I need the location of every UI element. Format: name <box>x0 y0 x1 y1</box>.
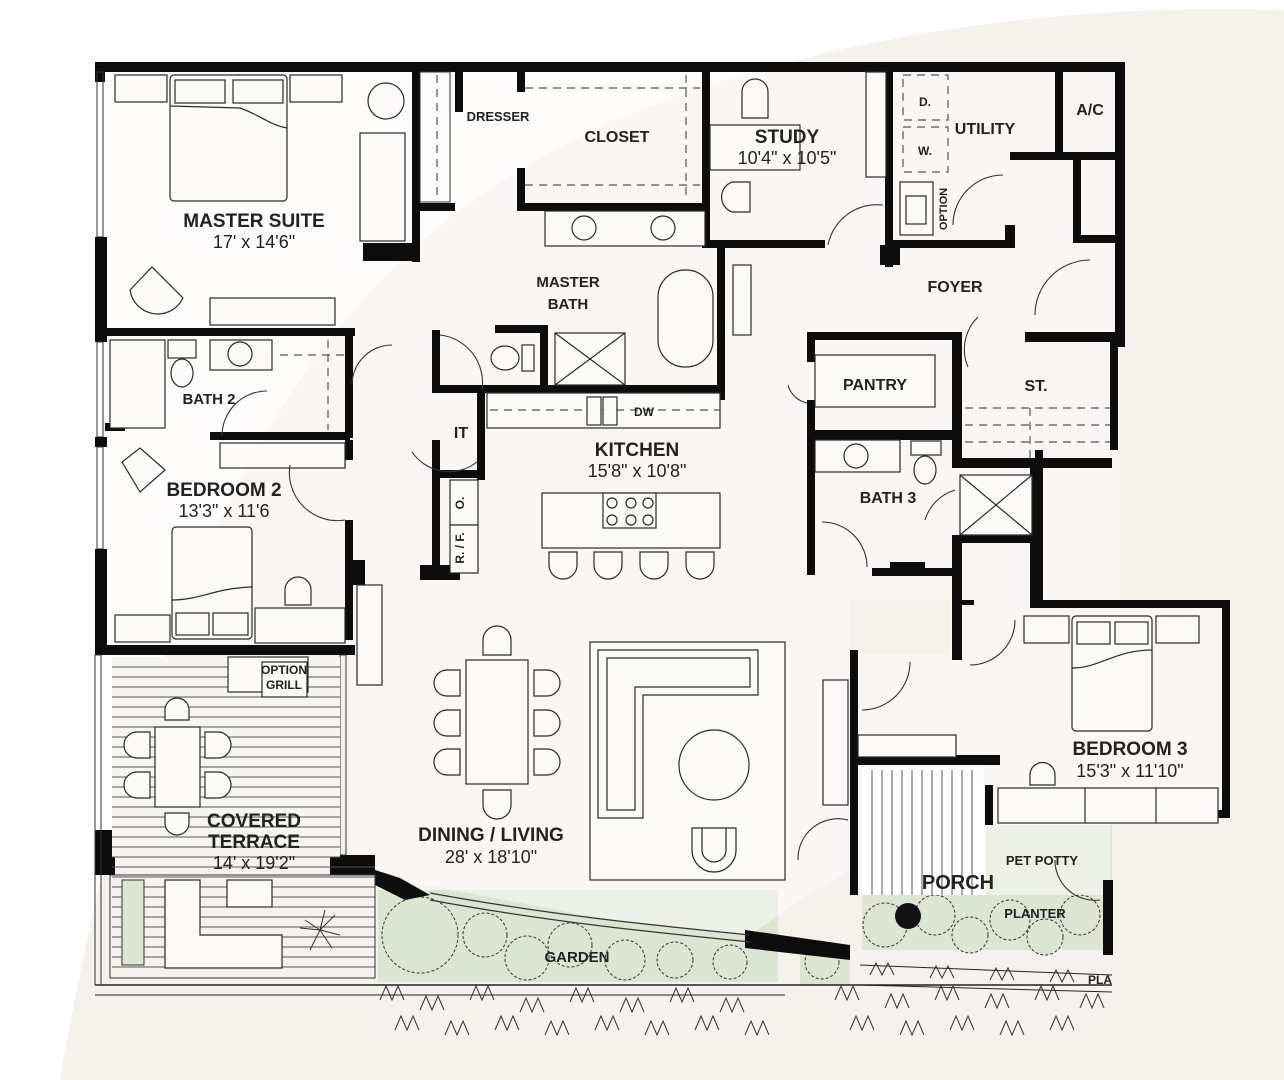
label-washer: W. <box>918 144 932 158</box>
label-covered-terrace-2: TERRACE <box>208 832 300 853</box>
label-dresser: DRESSER <box>467 109 530 124</box>
label-it: IT <box>454 425 468 442</box>
label-planter: PLANTER <box>1004 906 1066 921</box>
label-pet-potty: PET POTTY <box>1006 853 1079 868</box>
label-bath-2: BATH 2 <box>182 391 235 408</box>
label-bedroom-3: BEDROOM 3 <box>1072 739 1187 760</box>
dims-bedroom-2: 13'3" x 11'6 <box>179 501 270 521</box>
ground-cover-hatch <box>379 961 1105 1037</box>
label-covered-terrace-1: COVERED <box>207 811 301 832</box>
terrace-decking <box>109 656 376 979</box>
dims-dining-living: 28' x 18'10" <box>445 847 537 867</box>
label-kitchen: KITCHEN <box>595 440 679 461</box>
label-garden: GARDEN <box>544 949 609 966</box>
walls <box>94 62 1230 986</box>
label-foyer: FOYER <box>927 279 983 296</box>
label-closet: CLOSET <box>585 129 650 146</box>
door-swings <box>221 174 1101 901</box>
label-dining-living: DINING / LIVING <box>418 825 564 846</box>
label-utility: UTILITY <box>955 121 1016 138</box>
label-planter-cut: PLA <box>1088 973 1112 987</box>
dims-bedroom-3: 15'3" x 11'10" <box>1076 761 1183 781</box>
label-bath-3: BATH 3 <box>860 490 917 507</box>
label-porch: PORCH <box>922 872 994 894</box>
garden-shrubs <box>381 894 1101 981</box>
label-option-grill-1: OPTION <box>261 663 307 677</box>
background-leaf-shape-right <box>1130 10 1284 760</box>
label-study: STUDY <box>755 127 820 148</box>
dims-covered-terrace: 14' x 19'2" <box>213 853 295 873</box>
label-storage: ST. <box>1024 378 1047 395</box>
label-dryer: D. <box>919 95 931 109</box>
porch-decking <box>862 767 984 895</box>
label-fridge: R. / F. <box>453 532 467 563</box>
label-utility-option: OPTION <box>938 188 950 230</box>
label-dishwasher: DW <box>634 405 655 419</box>
label-option-grill-2: GRILL <box>266 678 302 692</box>
label-oven: O. <box>453 497 467 510</box>
label-master-bath-2: BATH <box>548 296 589 313</box>
label-ac: A/C <box>1076 102 1104 119</box>
label-master-suite: MASTER SUITE <box>183 211 324 232</box>
dims-kitchen: 15'8" x 10'8" <box>588 461 687 481</box>
dims-master-suite: 17' x 14'6" <box>213 232 295 252</box>
room-labels: MASTER SUITE 17' x 14'6" DRESSER CLOSET … <box>166 95 1187 987</box>
furniture <box>109 71 1219 881</box>
label-bedroom-2: BEDROOM 2 <box>166 480 281 501</box>
dims-study: 10'4" x 10'5" <box>738 148 837 168</box>
label-master-bath-1: MASTER <box>536 274 600 291</box>
label-pantry: PANTRY <box>843 377 907 394</box>
